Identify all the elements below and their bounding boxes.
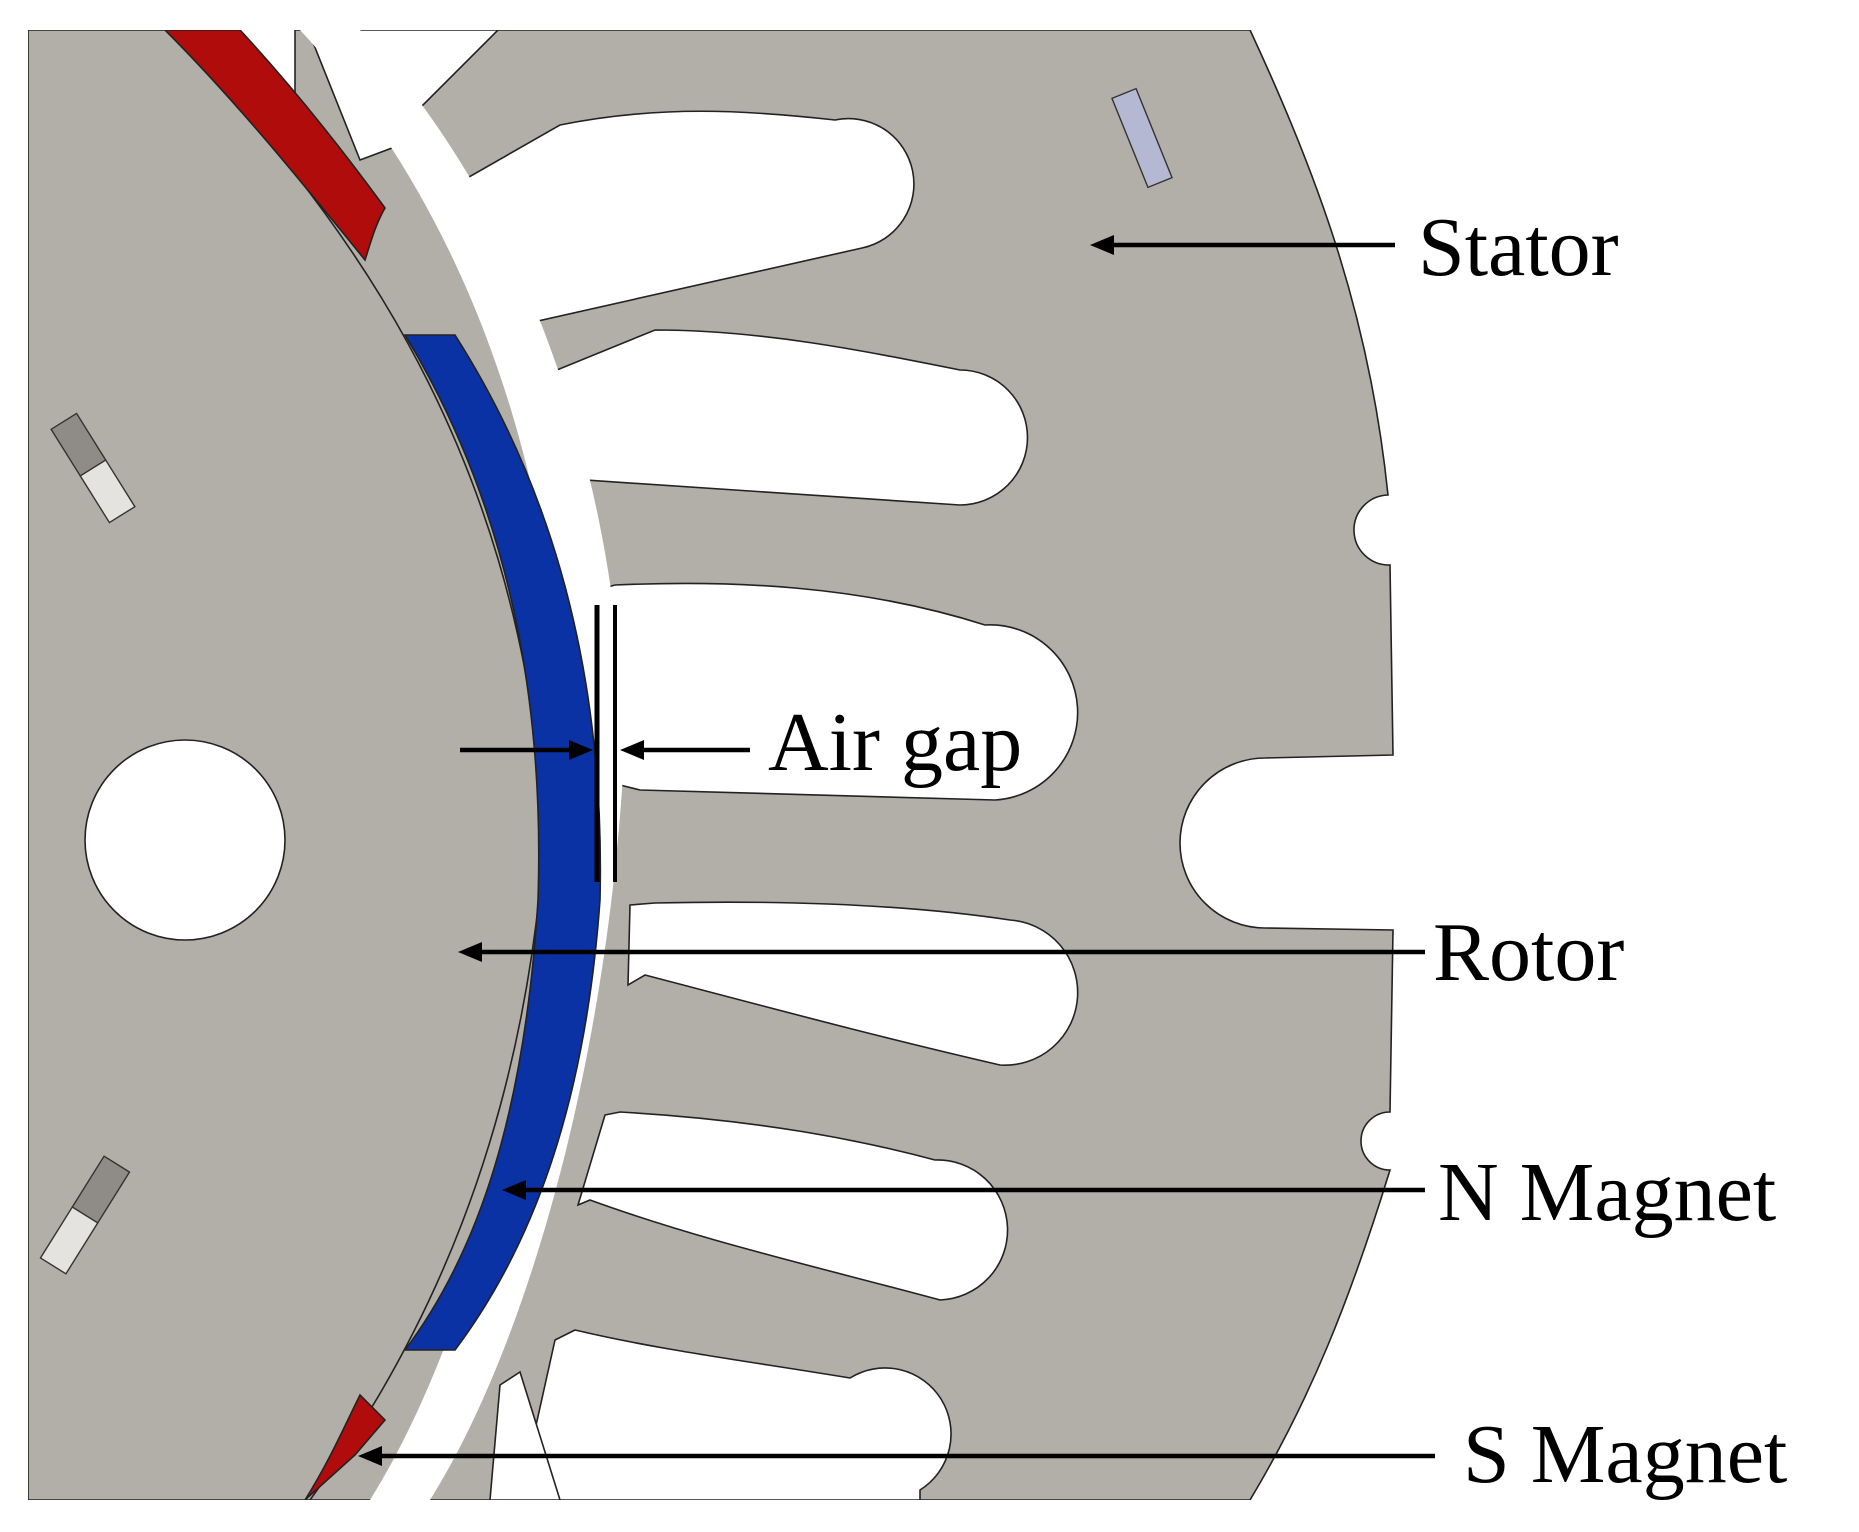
s-magnet-callout-arrow <box>358 1446 1435 1466</box>
s-magnet-label: S Magnet <box>1463 1408 1787 1501</box>
n-magnet <box>403 334 602 1351</box>
rotor-callout-arrow <box>458 942 1425 962</box>
air-gap-callout-arrow-right <box>620 740 750 760</box>
n-magnet-label: N Magnet <box>1438 1146 1776 1239</box>
stator-slot <box>589 582 1079 801</box>
air-gap-callout-arrow-left <box>460 740 593 760</box>
s-magnet-bottom <box>304 1393 387 1500</box>
stator-slot <box>627 901 1079 1066</box>
rotor-shaft-hole <box>84 739 286 941</box>
stator-slot <box>576 1111 1009 1301</box>
rotor-sensor-upper <box>50 412 136 524</box>
stator-sensor-body <box>1111 87 1173 189</box>
stator-label: Stator <box>1418 201 1619 294</box>
s-magnet-top <box>163 30 386 262</box>
sensor-pale-segment <box>79 459 136 524</box>
stator-slot <box>489 1370 561 1500</box>
n-magnet-callout-arrow <box>502 1180 1425 1200</box>
stator-callout-arrow <box>1090 235 1395 255</box>
stator-sensor <box>1111 87 1173 189</box>
stator-slot <box>428 110 915 327</box>
sensor-pale-segment <box>39 1206 99 1275</box>
stator-slot <box>520 329 1029 506</box>
rotor-label: Rotor <box>1433 906 1624 999</box>
air-gap-label: Air gap <box>768 696 1022 789</box>
rotor-sensor-lower <box>39 1155 131 1275</box>
